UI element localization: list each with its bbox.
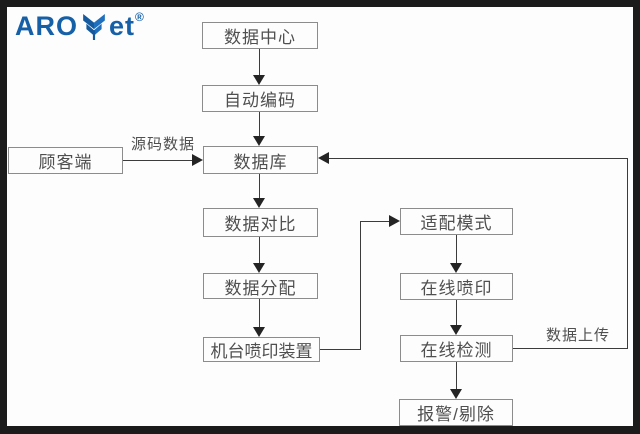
arrow-right-icon — [192, 154, 203, 166]
connector-machine-print-to-adapt-mode-h2 — [360, 221, 389, 222]
node-customer: 顾客端 — [8, 147, 123, 174]
connector-customer-to-database — [123, 160, 192, 161]
connector-auto-encode-to-database — [259, 112, 260, 136]
node-auto-encode: 自动编码 — [202, 85, 318, 112]
logo-text-et: et — [109, 11, 136, 41]
arrow-down-icon — [253, 327, 265, 337]
registered-trademark-icon: ® — [135, 10, 144, 24]
arrow-down-icon — [253, 75, 265, 85]
node-online-detect: 在线检测 — [400, 335, 513, 362]
node-data-center: 数据中心 — [202, 22, 318, 49]
connector-online-print-to-online-detect — [456, 300, 457, 325]
flowchart-canvas: ARO et ® 数据中心 自动编码 顾客端 数据库 数据对比 数据分配 机台喷… — [7, 7, 633, 426]
connector-online-detect-upload-v — [627, 158, 628, 349]
arrow-down-icon — [253, 263, 265, 273]
logo-text-aro: ARO — [15, 11, 78, 41]
node-data-compare: 数据对比 — [203, 208, 318, 237]
connector-machine-print-to-adapt-mode-h1 — [320, 349, 361, 350]
node-data-distribute: 数据分配 — [203, 273, 318, 299]
connector-online-detect-upload-h2 — [329, 158, 628, 159]
arrow-down-icon — [253, 198, 265, 208]
connector-machine-print-to-adapt-mode-v — [360, 221, 361, 350]
connector-online-detect-to-alarm-reject — [456, 362, 457, 389]
node-adapt-mode: 适配模式 — [400, 208, 513, 235]
connector-data-center-to-auto-encode — [259, 49, 260, 75]
node-alarm-reject: 报警/剔除 — [399, 399, 513, 426]
connector-online-detect-upload-h1 — [513, 348, 628, 349]
arrow-down-icon — [450, 263, 462, 273]
arrow-down-icon — [450, 389, 462, 399]
arrow-left-icon — [318, 152, 329, 164]
edge-label-source-data: 源码数据 — [130, 136, 195, 153]
connector-database-to-data-compare — [259, 174, 260, 198]
connector-data-compare-to-data-distribute — [259, 237, 260, 263]
arrow-right-icon — [389, 215, 400, 227]
connector-data-distribute-to-machine-print — [259, 299, 260, 327]
arojet-logo: ARO et ® — [15, 10, 144, 42]
node-database: 数据库 — [203, 146, 318, 174]
wheat-leaf-icon — [83, 14, 105, 40]
edge-label-data-upload: 数据上传 — [545, 327, 610, 344]
node-online-print: 在线喷印 — [400, 273, 513, 300]
arrow-down-icon — [450, 325, 462, 335]
arrow-down-icon — [253, 136, 265, 146]
connector-adapt-mode-to-online-print — [456, 235, 457, 263]
node-machine-print-device: 机台喷印装置 — [203, 337, 320, 362]
